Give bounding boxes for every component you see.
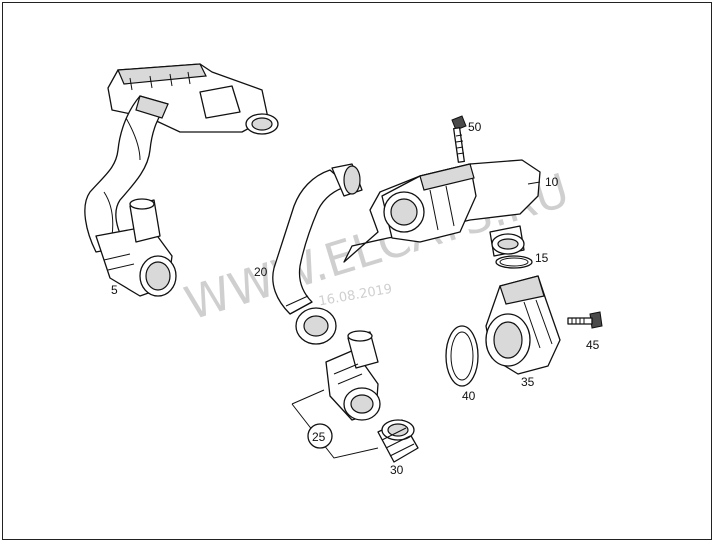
callout-30[interactable]: 30 [390,463,404,477]
callout-15[interactable]: 15 [535,251,549,265]
part-35-flange-housing[interactable] [485,275,561,375]
part-15-o-ring[interactable] [495,255,533,269]
callout-25-bracket [291,389,379,459]
part-10-housing[interactable] [343,159,541,263]
callout-35[interactable]: 35 [521,375,535,389]
callout-50[interactable]: 50 [468,120,482,134]
callout-40[interactable]: 40 [462,389,476,403]
callout-20[interactable]: 20 [254,265,268,279]
part-20-hose[interactable] [272,163,363,345]
part-25-sensor-tee[interactable] [325,330,381,421]
callout-5[interactable]: 5 [111,283,118,297]
part-40-seal-ring[interactable] [445,325,479,387]
callout-25[interactable]: 25 [312,430,326,444]
part-5-intake-pipe[interactable] [84,63,279,297]
part-45-screw[interactable] [567,311,603,329]
callout-45[interactable]: 45 [586,338,600,352]
part-50-bolt[interactable] [451,115,467,163]
part-30-bellows[interactable] [377,419,419,463]
callout-10[interactable]: 10 [545,175,559,189]
